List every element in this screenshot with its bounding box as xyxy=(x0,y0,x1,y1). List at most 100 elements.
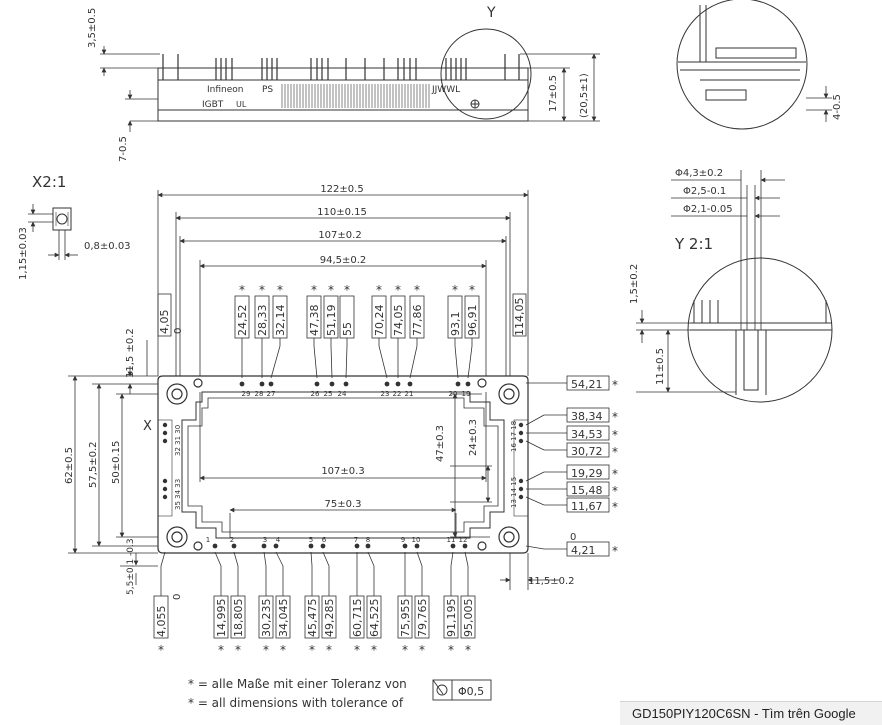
tolerance-star: * xyxy=(371,643,377,657)
detail-y xyxy=(636,170,833,403)
dim-pin-height: 3,5±0.5 xyxy=(87,8,98,48)
side-igbt: IGBT xyxy=(202,100,224,110)
y-d2: Φ2,5-0.1 xyxy=(683,186,726,197)
search-suggestion-text: GD150PIY120C6SN - Tìm trên Google xyxy=(632,706,856,721)
top-pin-dim-value: 70,24 xyxy=(373,305,386,337)
dim-right-bottom: 11,5±0.2 xyxy=(528,576,575,587)
bottom-pin-dims: 4,055*14,995*18,805*30,235*34,045*45,475… xyxy=(153,551,476,657)
pin-number-bottom: 5 xyxy=(309,536,313,544)
dim-top-11405: 114,05 xyxy=(513,298,526,337)
right-pin-dim-value: 30,72 xyxy=(571,445,603,458)
tolerance-star: * xyxy=(218,643,224,657)
pins-right-top: 16 17 18 xyxy=(510,421,518,452)
side-view-dims xyxy=(100,46,600,132)
bottom-pin-dim-value: 18,805 xyxy=(232,599,245,638)
tolerance-star: * xyxy=(280,643,286,657)
tolerance-star: * xyxy=(612,410,618,424)
dim-50: 50±0.15 xyxy=(111,441,122,484)
pin-number-bottom: 6 xyxy=(322,536,327,544)
tolerance-star: * xyxy=(309,643,315,657)
side-ul: UL xyxy=(236,100,247,109)
x-detail-h: 1,15±0.03 xyxy=(18,227,29,280)
tolerance-star: * xyxy=(344,283,350,297)
horizontal-dim-texts: 122±0.5 110±0.15 107±0.2 94,5±0.2 xyxy=(317,184,367,266)
y-v1: 1,5±0.2 xyxy=(629,264,640,304)
pin-number-bottom: 9 xyxy=(401,536,405,544)
x-scale-label: X2:1 xyxy=(32,173,66,191)
pin-number-bottom: 12 xyxy=(459,536,468,544)
module-outline xyxy=(157,375,529,554)
dim-top-405: 4,05 xyxy=(158,310,171,335)
dim-body-height: 17±0.5 xyxy=(548,75,559,112)
tolerance-star: * xyxy=(376,283,382,297)
bottom-pin-dim-value: 60,715 xyxy=(351,599,364,638)
pin-number-top: 22 xyxy=(393,390,402,398)
pins-left-top: 32 31 30 xyxy=(174,425,182,456)
tolerance-star: * xyxy=(158,643,164,657)
pin-number-top: 27 xyxy=(267,390,276,398)
tolerance-star: * xyxy=(612,544,618,558)
detail-x xyxy=(28,204,78,260)
top-pin-dim-value: 28,33 xyxy=(256,305,269,337)
module-pins xyxy=(162,381,524,549)
dim-base: 7-0.5 xyxy=(118,136,129,162)
pin-number-top: 29 xyxy=(242,390,251,398)
top-pin-dim-value: 24,52 xyxy=(236,305,249,337)
top-pin-dim-value: 77,86 xyxy=(411,305,424,337)
bottom-pin-dim-value: 14,995 xyxy=(215,599,228,638)
dim-47: 47±0.3 xyxy=(435,425,446,462)
tolerance-star: * xyxy=(612,445,618,459)
tolerance-star: * xyxy=(395,283,401,297)
tolerance-star: * xyxy=(311,283,317,297)
tolerance-star: * xyxy=(328,283,334,297)
dim-575: 57,5±0.2 xyxy=(88,441,99,488)
pin-number-bottom: 3 xyxy=(263,536,267,544)
y-detail-marker-circle xyxy=(440,28,532,120)
bottom-pin-dim-value: 95,005 xyxy=(462,599,475,638)
pin-number-top: 26 xyxy=(311,390,320,398)
dim-bottom-zero: 0 xyxy=(172,594,183,600)
side-view-dim-texts: 3,5±0.5 7-0.5 17±0.5 (20,5±1) xyxy=(87,8,590,162)
side-view-hatch xyxy=(281,84,430,108)
bottom-pin-dim-value: 79,765 xyxy=(416,599,429,638)
top-pin-dim-value: 93,1 xyxy=(449,312,462,337)
pins-left-bottom: 35 34 33 xyxy=(174,479,182,510)
top-pin-dim-value: 32,14 xyxy=(274,305,287,337)
tolerance-star: * xyxy=(465,643,471,657)
y-detail-texts: Φ4,3±0.2 Φ2,5-0.1 Φ2,1-0.05 1,5±0.2 11±0… xyxy=(629,168,733,385)
pin-number-top: 28 xyxy=(255,390,264,398)
tolerance-star: * xyxy=(469,283,475,297)
tolerance-star: * xyxy=(612,378,618,392)
tolerance-star: * xyxy=(612,500,618,514)
dim-24: 24±0.3 xyxy=(468,419,479,456)
tolerance-star: * xyxy=(414,283,420,297)
bottom-pin-dim-value: 4,055 xyxy=(155,606,168,638)
tolerance-star: * xyxy=(263,643,269,657)
pin-number-top: 25 xyxy=(324,390,333,398)
top-pin-dim-value: 51,19 xyxy=(325,305,338,337)
top-edge-boxes xyxy=(157,293,527,337)
side-date-code: JJWWL xyxy=(431,85,460,95)
pin-number-bottom: 7 xyxy=(354,536,358,544)
right-pin-dim-value: 11,67 xyxy=(571,500,603,513)
pin-number-bottom: 2 xyxy=(230,536,234,544)
y-scale-label: Y 2:1 xyxy=(674,235,713,253)
legend-tolerance-box xyxy=(432,679,492,701)
pin-number-bottom: 11 xyxy=(447,536,456,544)
side-view-pins xyxy=(162,54,520,80)
google-search-suggestion[interactable]: GD150PIY120C6SN - Tìm trên Google xyxy=(620,701,882,725)
pin-number-top: 21 xyxy=(405,390,414,398)
dim-107-body: 107±0.3 xyxy=(321,466,364,477)
dim-left-bottom: 5,5±0.1 -0.3 xyxy=(126,538,136,595)
dim-total-height: (20,5±1) xyxy=(579,73,590,118)
tolerance-star: * xyxy=(612,484,618,498)
y-v2: 11±0.5 xyxy=(655,348,666,385)
dim-top-zero: 0 xyxy=(173,328,184,334)
top-pin-dim-value: 47,38 xyxy=(308,305,321,337)
tolerance-star: * xyxy=(612,467,618,481)
pin-number-top: 23 xyxy=(381,390,390,398)
top-pin-dim-value: 55 xyxy=(341,322,354,336)
tolerance-star: * xyxy=(277,283,283,297)
